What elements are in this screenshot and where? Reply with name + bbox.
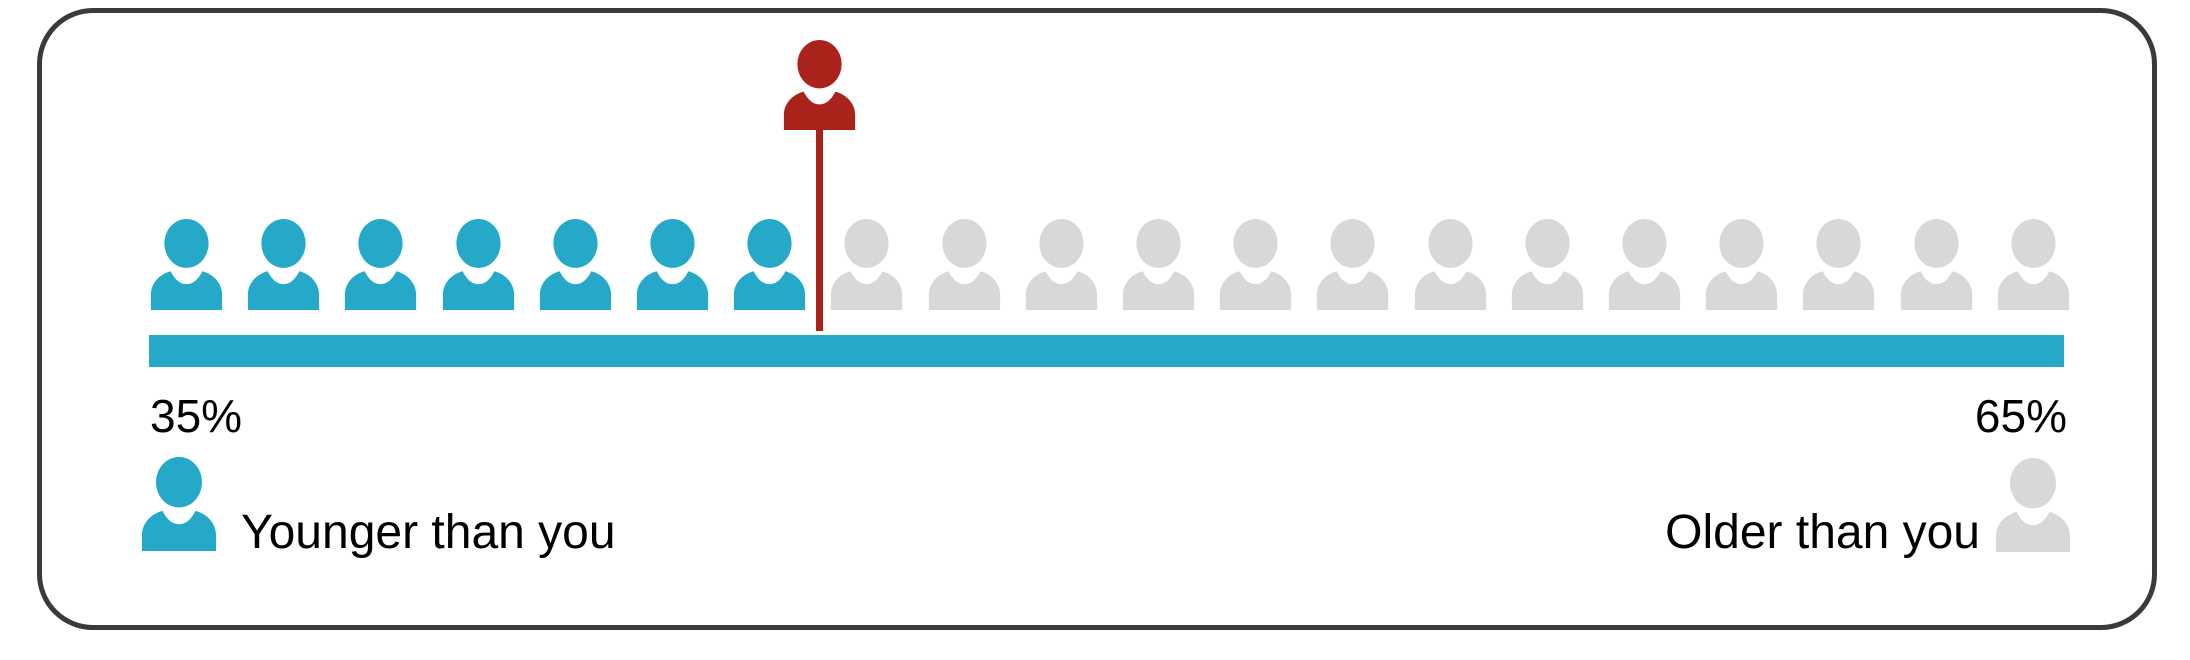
person-icon <box>1703 219 1780 310</box>
percent-bar <box>149 335 2064 367</box>
person-icon <box>537 219 614 310</box>
younger-legend-label: Younger than you <box>241 506 616 559</box>
person-icon <box>440 219 517 310</box>
older-legend-person-icon <box>1993 458 2073 552</box>
person-icon <box>1120 219 1197 310</box>
person-icon <box>926 219 1003 310</box>
person-icon <box>148 219 225 310</box>
chart-frame <box>37 8 2157 630</box>
person-icon <box>1995 219 2072 310</box>
person-icon <box>1217 219 1294 310</box>
person-icon <box>1412 219 1489 310</box>
you-marker-line <box>816 128 823 331</box>
older-percent-label: 65% <box>1974 390 2067 442</box>
icon-row <box>148 219 2072 310</box>
person-icon <box>1800 219 1877 310</box>
person-icon <box>1509 219 1586 310</box>
person-icon <box>1898 219 1975 310</box>
person-icon <box>1606 219 1683 310</box>
younger-legend-person-icon <box>139 457 219 551</box>
person-icon <box>828 219 905 310</box>
you-marker-person-icon <box>781 40 858 130</box>
person-icon <box>634 219 711 310</box>
person-icon <box>1314 219 1391 310</box>
person-icon <box>245 219 322 310</box>
person-icon <box>342 219 419 310</box>
older-legend-label: Older than you <box>1665 506 1980 559</box>
person-icon <box>1023 219 1100 310</box>
person-icon <box>731 219 808 310</box>
younger-percent-label: 35% <box>150 390 243 442</box>
